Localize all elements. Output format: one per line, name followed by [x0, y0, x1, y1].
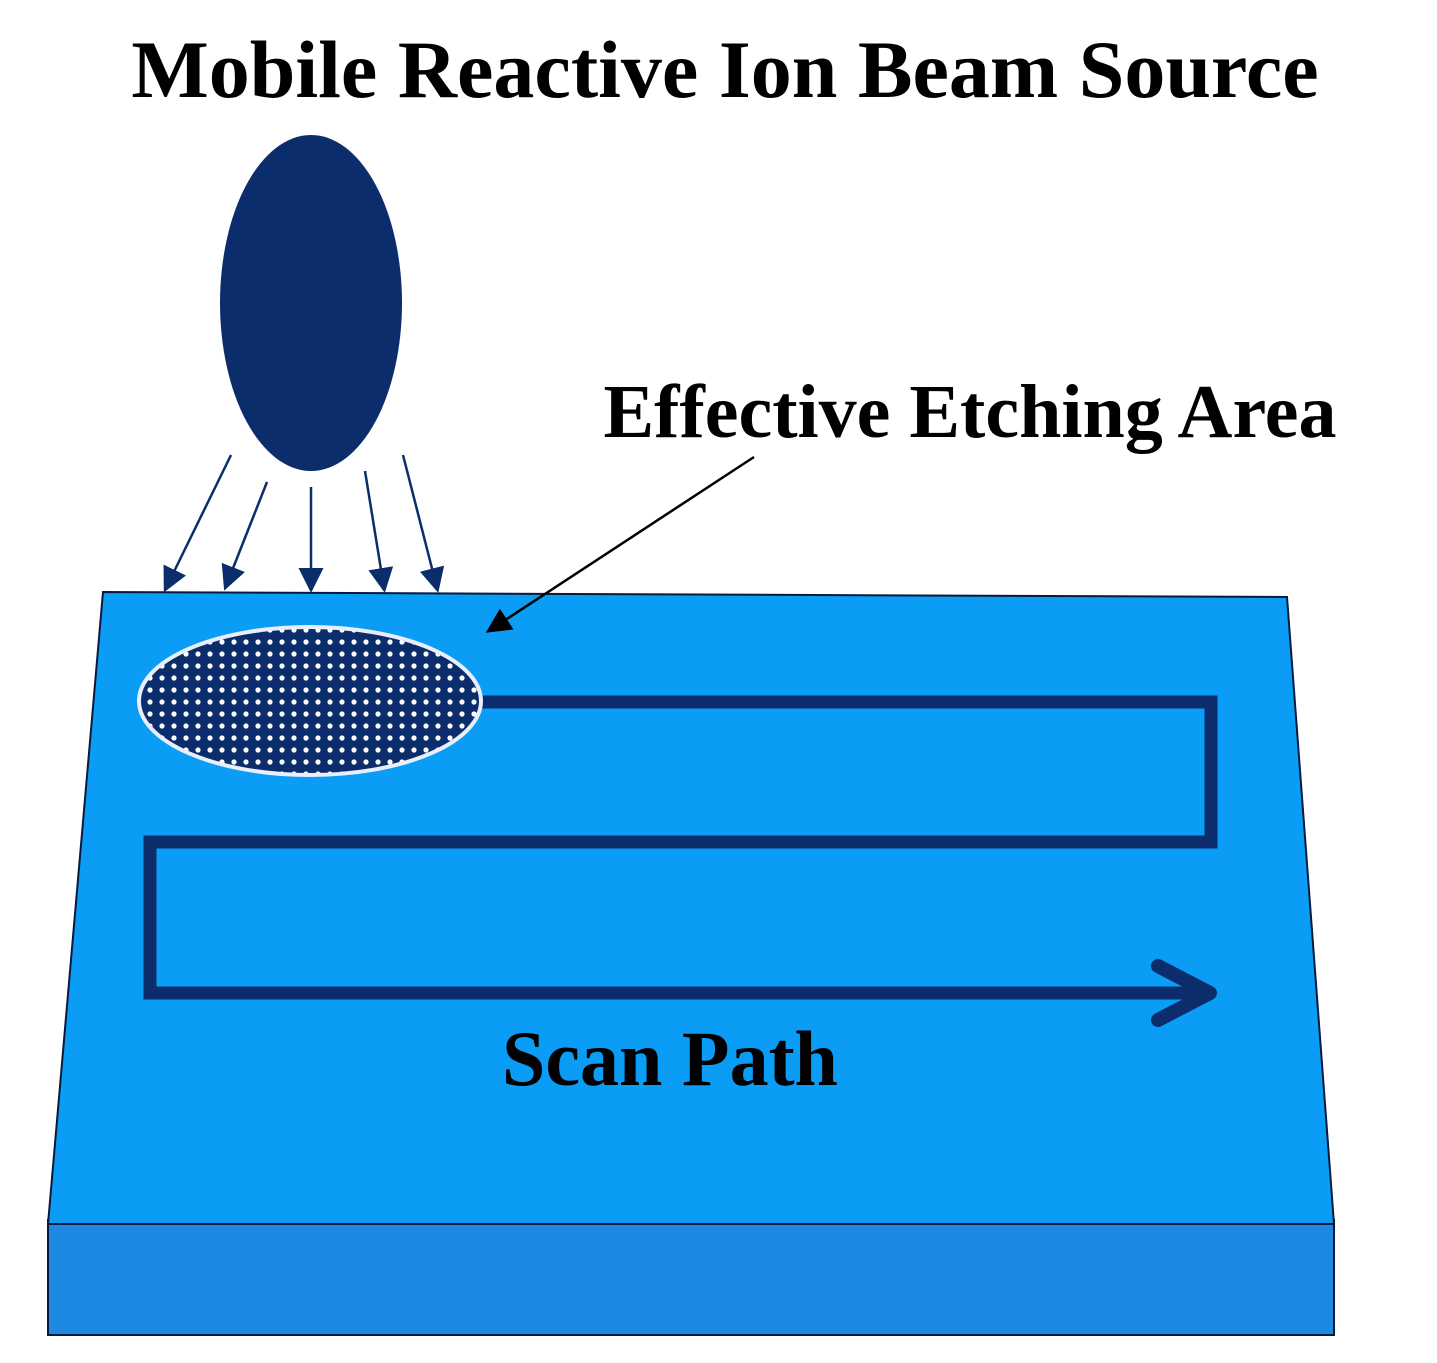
scan-path-line: [143, 695, 1218, 1000]
arrow-down-icon: [163, 454, 233, 593]
etching-area-leader-arrow: [485, 455, 755, 633]
diagram-title: Mobile Reactive Ion Beam Source: [131, 24, 1318, 115]
scan-path: [143, 695, 1218, 1027]
ion-beam-source-ellipse: [220, 135, 402, 471]
dotted-etch-ellipse: [137, 625, 483, 777]
arrowhead-icon: [1151, 959, 1217, 1027]
arrow-down-icon: [401, 454, 445, 593]
substrate-side-face: [47, 1219, 1335, 1336]
scan-path-label: Scan Path: [502, 1015, 838, 1102]
etching-area-label: Effective Etching Area: [603, 370, 1336, 454]
arrow-down-icon: [221, 481, 269, 591]
arrow-down-icon: [363, 470, 394, 593]
ion-beams: [163, 454, 445, 593]
